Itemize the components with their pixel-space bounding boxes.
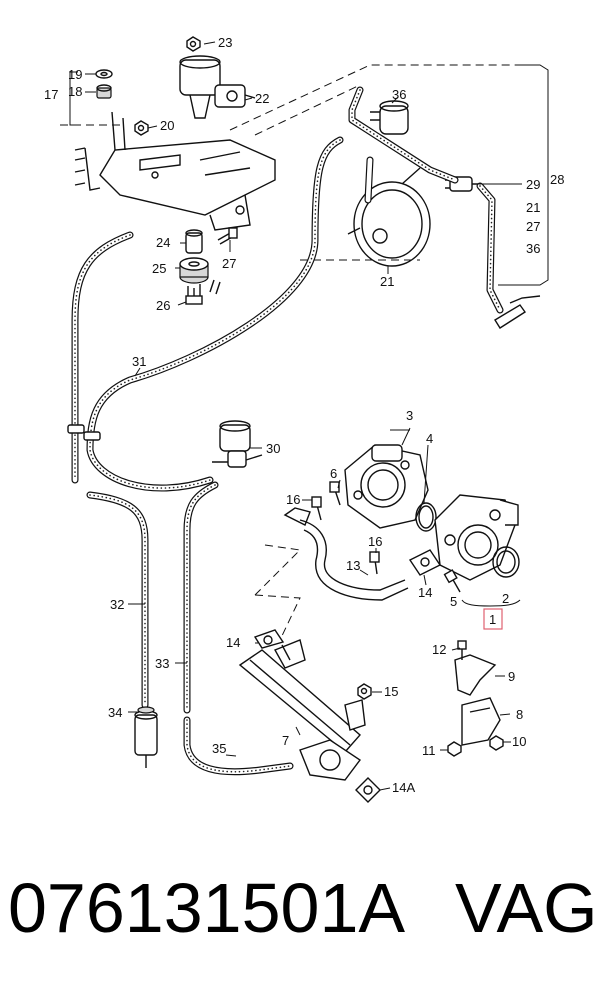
callout-24: 24 bbox=[156, 235, 170, 250]
solenoid-valve-30 bbox=[212, 420, 263, 468]
vacuum-unit-21 bbox=[347, 167, 431, 267]
grommet-19 bbox=[95, 69, 113, 79]
bolt-12 bbox=[457, 640, 467, 650]
callout-25: 25 bbox=[152, 261, 166, 276]
callout-36b: 36 bbox=[526, 241, 540, 256]
highlight-box-1 bbox=[483, 608, 503, 630]
callout-14A: 14A bbox=[392, 780, 415, 795]
callout-27a: 27 bbox=[222, 256, 236, 271]
nut-11 bbox=[447, 741, 462, 757]
bracket-9 bbox=[454, 645, 497, 696]
callout-9: 9 bbox=[508, 669, 515, 684]
callout-3: 3 bbox=[406, 408, 413, 423]
callout-36a: 36 bbox=[392, 87, 406, 102]
callout-8: 8 bbox=[516, 707, 523, 722]
connector-end bbox=[494, 295, 541, 329]
callout-35: 35 bbox=[212, 741, 226, 756]
bolt-5 bbox=[443, 569, 461, 593]
callout-15: 15 bbox=[384, 684, 398, 699]
callout-10: 10 bbox=[512, 734, 526, 749]
nut-23 bbox=[186, 36, 201, 52]
nut-20 bbox=[134, 120, 149, 136]
gasket-4 bbox=[415, 502, 437, 532]
callout-16b: 16 bbox=[368, 534, 382, 549]
callout-26: 26 bbox=[156, 298, 170, 313]
brand-label: VAG bbox=[455, 869, 598, 947]
callout-14b: 14 bbox=[226, 635, 240, 650]
bolt-6 bbox=[329, 481, 341, 506]
callout-28: 28 bbox=[550, 172, 564, 187]
gasket-14b bbox=[253, 629, 285, 649]
clips bbox=[67, 424, 101, 441]
bush-18 bbox=[96, 84, 112, 99]
callout-21a: 21 bbox=[380, 274, 394, 289]
callout-33: 33 bbox=[155, 656, 169, 671]
leader-lines bbox=[85, 41, 522, 791]
callout-4: 4 bbox=[426, 431, 433, 446]
callout-29: 29 bbox=[526, 177, 540, 192]
callout-17: 17 bbox=[44, 87, 58, 102]
callout-7: 7 bbox=[282, 733, 289, 748]
bolt-27 bbox=[217, 227, 238, 245]
nut-10 bbox=[489, 735, 504, 751]
callout-13: 13 bbox=[346, 558, 360, 573]
callout-34: 34 bbox=[108, 705, 122, 720]
egr-cooler-7 bbox=[238, 639, 366, 781]
callout-16a: 16 bbox=[286, 492, 300, 507]
hose-31 bbox=[71, 136, 344, 492]
callout-21b: 21 bbox=[526, 200, 540, 215]
hose-upper-right bbox=[348, 86, 504, 314]
bolt-16a bbox=[311, 496, 322, 521]
callout-27b: 27 bbox=[526, 219, 540, 234]
callout-12: 12 bbox=[432, 642, 446, 657]
bracket-8 bbox=[461, 697, 501, 746]
pipe-13 bbox=[283, 507, 409, 601]
callout-32: 32 bbox=[110, 597, 124, 612]
callout-30: 30 bbox=[266, 441, 280, 456]
callout-31: 31 bbox=[132, 354, 146, 369]
gasket-14a bbox=[408, 549, 442, 576]
stud-26 bbox=[185, 279, 221, 305]
callout-14a: 14 bbox=[418, 585, 432, 600]
gasket-2 bbox=[492, 546, 520, 578]
callout-20: 20 bbox=[160, 118, 174, 133]
bolt-16b bbox=[369, 551, 380, 575]
hose-33 bbox=[183, 481, 219, 714]
callout-1: 1 bbox=[489, 612, 496, 627]
hose-35 bbox=[183, 716, 294, 776]
mounting-bracket bbox=[74, 111, 276, 231]
grommet-25 bbox=[179, 257, 209, 284]
callout-11: 11 bbox=[422, 743, 436, 758]
egr-valve-1 bbox=[434, 494, 519, 581]
solenoid-valve-22 bbox=[179, 55, 256, 119]
parts-diagram: 1 2 3 4 5 6 7 8 9 10 11 12 13 14 14 14A … bbox=[44, 35, 564, 803]
part-number-label: 076131501A bbox=[8, 869, 406, 947]
callout-5: 5 bbox=[450, 594, 457, 609]
connector-36 bbox=[370, 100, 409, 135]
callout-22: 22 bbox=[255, 91, 269, 106]
bush-24 bbox=[185, 229, 203, 254]
callout-19: 19 bbox=[68, 67, 82, 82]
callout-2: 2 bbox=[502, 591, 509, 606]
filter-34 bbox=[134, 706, 158, 768]
nut-15 bbox=[357, 683, 372, 700]
callout-23: 23 bbox=[218, 35, 232, 50]
gasket-14A bbox=[355, 777, 381, 803]
hose-32 bbox=[86, 491, 149, 709]
callout-6: 6 bbox=[330, 466, 337, 481]
callout-labels: 1 2 3 4 5 6 7 8 9 10 11 12 13 14 14 14A … bbox=[44, 35, 564, 795]
callout-18: 18 bbox=[68, 84, 82, 99]
